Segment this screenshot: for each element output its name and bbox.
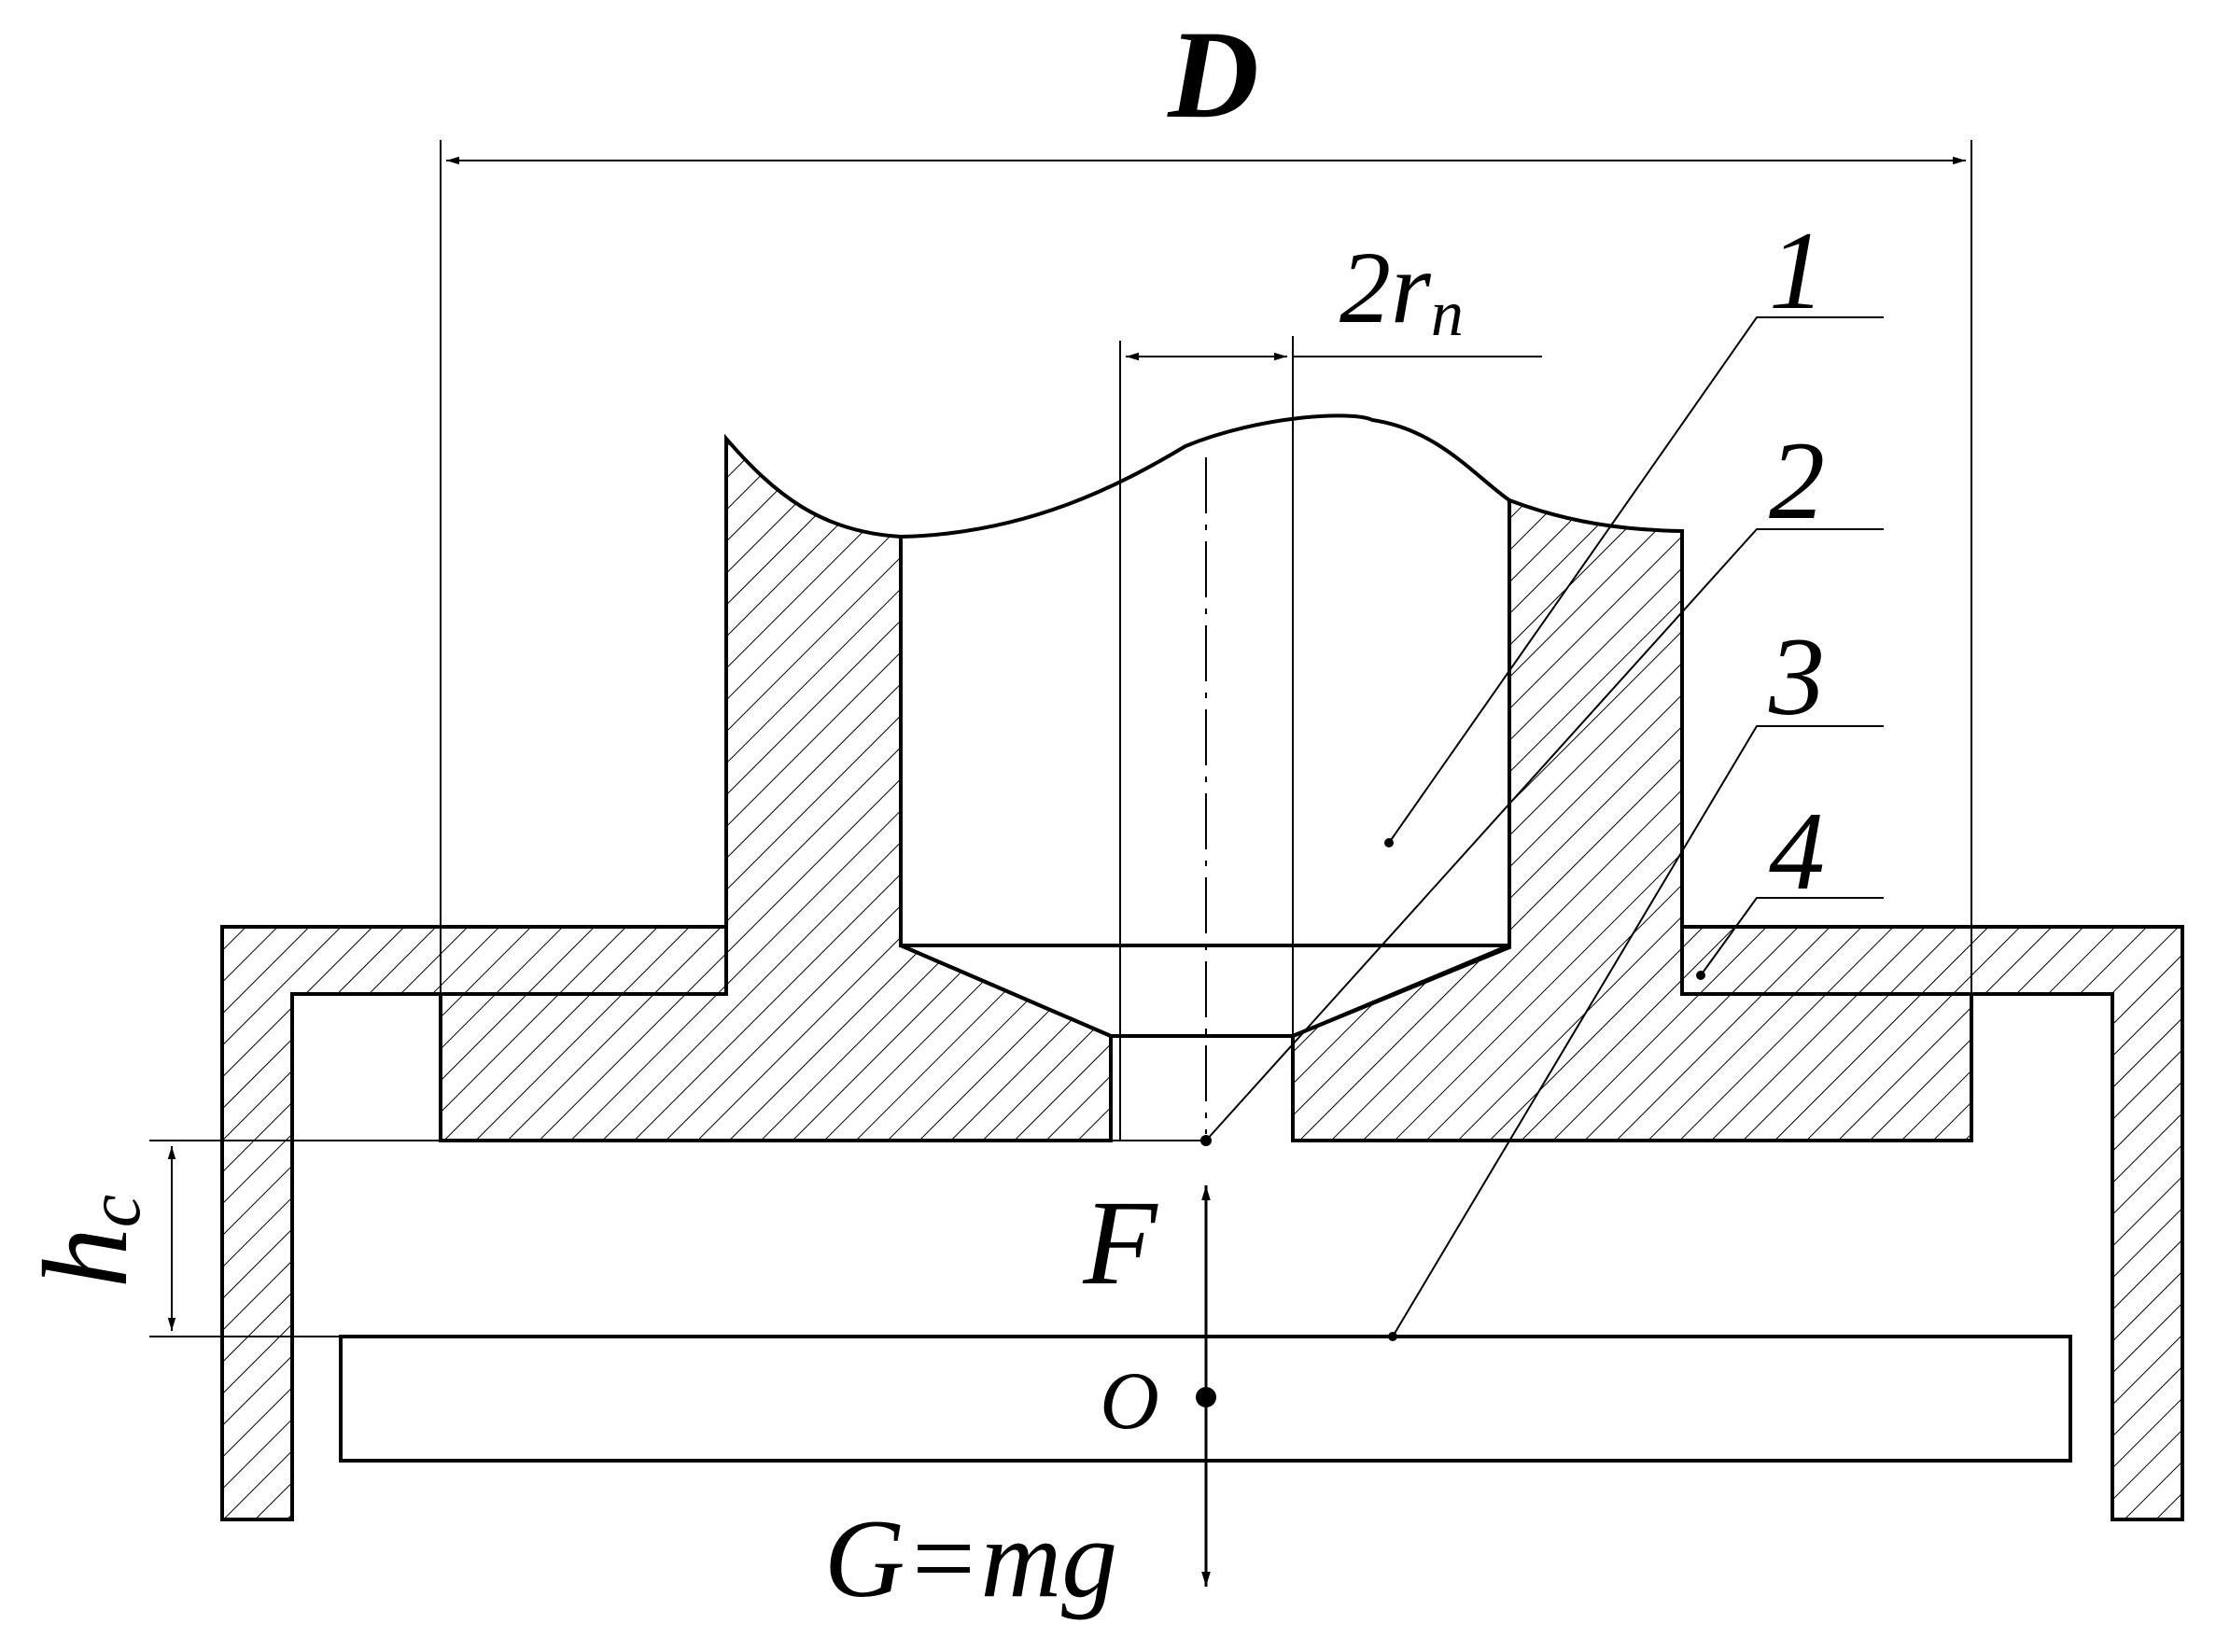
label-nozzle-diameter: 2rn [1339, 231, 1464, 350]
label-gravity: G=mg [824, 1496, 1117, 1620]
callout-dot-4 [1696, 971, 1705, 980]
center-of-mass-point [1196, 1387, 1216, 1407]
callout-number-3: 3 [1768, 614, 1825, 738]
label-diameter: D [1167, 6, 1259, 145]
label-gap-height: hc [19, 1195, 156, 1289]
callout-dot-3 [1388, 1332, 1397, 1341]
callout-dot-1 [1384, 838, 1394, 847]
callout-leaders [1205, 316, 1884, 1337]
label-center-point: O [1100, 1356, 1159, 1447]
callout-number-2: 2 [1769, 418, 1825, 542]
break-line [900, 413, 1511, 539]
nozzle-body-section [439, 433, 1973, 1142]
label-force: F [1082, 1176, 1158, 1310]
callout-number-1: 1 [1769, 208, 1825, 332]
svg-text:hc: hc [19, 1195, 156, 1289]
callout-number-4: 4 [1769, 789, 1825, 913]
